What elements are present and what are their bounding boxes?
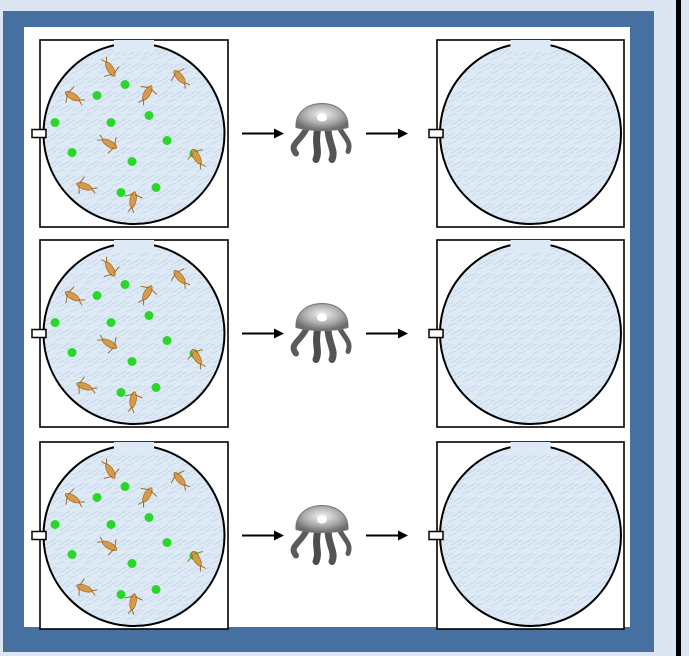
output-tank xyxy=(428,39,625,228)
green-particle xyxy=(50,520,60,529)
copepod-icon xyxy=(101,458,120,479)
copepod-icon xyxy=(187,149,206,170)
green-particle xyxy=(50,118,60,127)
output-tank-opening xyxy=(510,40,551,52)
output-tank xyxy=(428,239,625,428)
green-particle xyxy=(127,357,137,366)
copepod-icon xyxy=(101,56,120,77)
green-particle xyxy=(151,585,161,594)
input-tank-opening xyxy=(114,240,154,252)
green-particle xyxy=(106,118,116,127)
input-tank-outlet xyxy=(31,328,47,339)
green-particle xyxy=(127,157,137,166)
green-particle xyxy=(116,188,126,197)
input-tank-outlet xyxy=(31,128,47,139)
green-particle xyxy=(144,311,154,320)
copepod-icon xyxy=(187,551,206,572)
output-tank-bowl xyxy=(439,42,622,225)
green-particle xyxy=(127,559,137,568)
green-particle xyxy=(116,388,126,397)
green-particle xyxy=(151,383,161,392)
copepod-icon xyxy=(64,488,85,508)
green-particle xyxy=(116,590,126,599)
green-particle xyxy=(92,493,102,502)
copepod-icon xyxy=(97,536,118,556)
output-tank xyxy=(428,441,625,630)
green-particle xyxy=(67,348,77,357)
green-particle xyxy=(144,513,154,522)
copepod-icon xyxy=(138,285,158,306)
green-particle xyxy=(120,482,130,491)
green-particle xyxy=(144,111,154,120)
green-particle xyxy=(67,550,77,559)
input-tank-opening xyxy=(114,40,154,52)
green-particle xyxy=(106,520,116,529)
output-tank-outlet xyxy=(428,128,444,139)
green-particle xyxy=(67,148,77,157)
input-tank-outlet xyxy=(31,530,47,541)
output-tank-bowl xyxy=(439,242,622,425)
copepod-icon xyxy=(187,349,206,370)
input-tank xyxy=(31,441,229,630)
copepod-icon xyxy=(76,578,98,596)
copepod-icon xyxy=(170,68,191,89)
green-particle xyxy=(162,136,172,145)
green-particle xyxy=(162,336,172,345)
copepod-icon xyxy=(124,391,143,414)
output-tank-outlet xyxy=(428,328,444,339)
jellyfish-icon xyxy=(290,103,352,163)
output-tank-outlet xyxy=(428,530,444,541)
copepod-icon xyxy=(97,334,118,354)
copepod-icon xyxy=(170,268,191,289)
copepod-icon xyxy=(97,134,118,154)
green-particle xyxy=(50,318,60,327)
green-particle xyxy=(151,183,161,192)
input-tank-opening xyxy=(114,442,154,454)
copepod-icon xyxy=(138,487,158,508)
jellyfish-icon xyxy=(290,505,352,565)
copepod-icon xyxy=(124,593,143,616)
input-tank xyxy=(31,239,229,428)
output-tank-opening xyxy=(510,240,551,252)
copepod-icon xyxy=(124,191,143,214)
green-particle xyxy=(92,291,102,300)
green-particle xyxy=(92,91,102,100)
output-tank-bowl xyxy=(439,444,622,627)
copepod-icon xyxy=(138,85,158,106)
jellyfish-icon xyxy=(290,303,352,363)
green-particle xyxy=(106,318,116,327)
copepod-icon xyxy=(101,256,120,277)
green-particle xyxy=(120,280,130,289)
right-edge-bar xyxy=(676,0,681,656)
copepod-icon xyxy=(170,470,191,491)
green-particle xyxy=(162,538,172,547)
output-tank-opening xyxy=(510,442,551,454)
copepod-icon xyxy=(64,86,85,106)
green-particle xyxy=(120,80,130,89)
copepod-icon xyxy=(64,286,85,306)
input-tank xyxy=(31,39,229,228)
copepod-icon xyxy=(76,176,98,194)
copepod-icon xyxy=(76,376,98,394)
